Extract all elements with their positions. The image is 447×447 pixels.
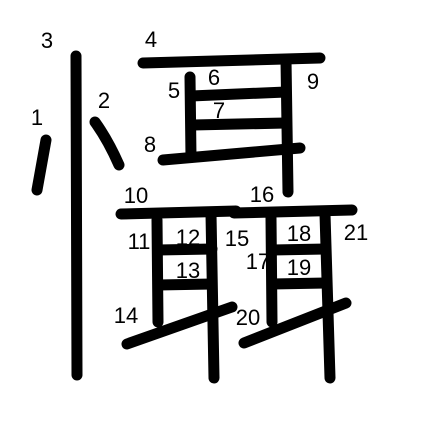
stroke-8 — [157, 142, 306, 166]
stroke-11 — [151, 214, 164, 328]
stroke-5 — [184, 71, 197, 163]
stroke-number-19: 19 — [286, 255, 312, 280]
stroke-number-9: 9 — [306, 69, 320, 94]
stroke-number-2: 2 — [97, 88, 111, 113]
stroke-7 — [187, 117, 292, 131]
stroke-6 — [185, 86, 292, 102]
stroke-number-7: 7 — [212, 98, 226, 123]
stroke-number-21: 21 — [343, 220, 369, 245]
stroke-number-3: 3 — [40, 28, 54, 53]
stroke-17 — [265, 212, 278, 328]
stroke-3 — [70, 50, 83, 381]
stroke-number-11: 11 — [127, 229, 151, 254]
stroke-12 — [152, 243, 218, 256]
stroke-number-17: 17 — [245, 249, 271, 274]
stroke-number-15: 15 — [224, 226, 250, 251]
stroke-number-6: 6 — [207, 65, 221, 90]
stroke-2 — [89, 116, 125, 171]
stroke-16 — [228, 204, 358, 219]
stroke-4 — [137, 52, 326, 69]
stroke-number-5: 5 — [167, 78, 181, 103]
stroke-number-10: 10 — [123, 183, 149, 208]
stroke-number-4: 4 — [144, 27, 158, 52]
stroke-21 — [319, 208, 336, 384]
stroke-13 — [152, 278, 218, 291]
stroke-18 — [266, 243, 332, 256]
stroke-19 — [266, 277, 332, 290]
stroke-9 — [280, 54, 294, 198]
stroke-number-14: 14 — [113, 303, 139, 328]
stroke-number-20: 20 — [235, 305, 261, 330]
stroke-number-1: 1 — [30, 105, 44, 130]
stroke-10 — [115, 205, 242, 220]
stroke-number-13: 13 — [175, 258, 201, 283]
stroke-number-16: 16 — [249, 182, 275, 207]
stroke-number-18: 18 — [286, 221, 312, 246]
stroke-number-8: 8 — [143, 132, 157, 157]
stroke-1 — [31, 134, 52, 196]
stroke-15 — [205, 208, 220, 384]
stroke-number-12: 12 — [175, 225, 201, 250]
